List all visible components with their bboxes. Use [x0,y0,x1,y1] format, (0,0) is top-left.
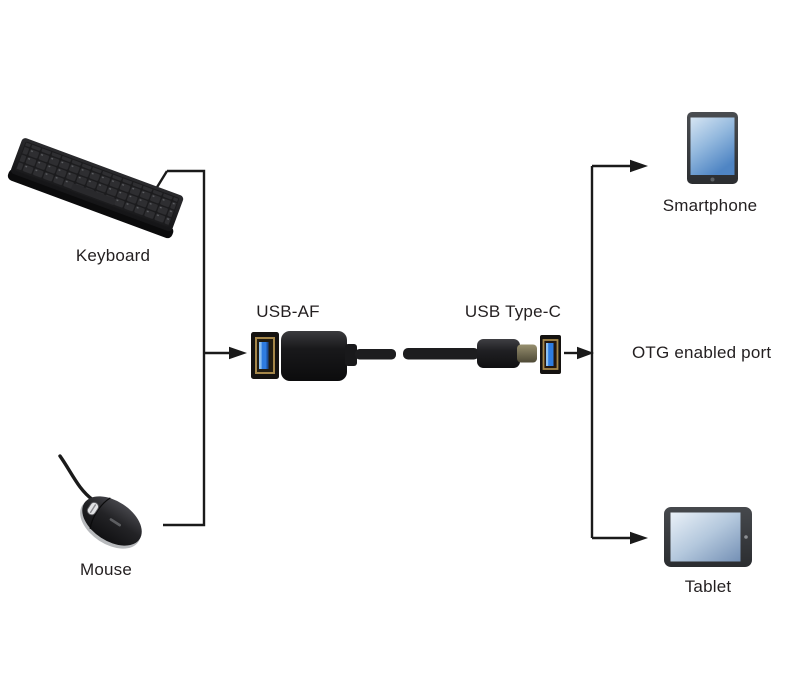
smartphone-icon [687,112,738,184]
usb-adapter-image [281,331,537,381]
arrow-right-icon [229,346,247,360]
arrow-right-icon [630,159,648,173]
connector-lines [149,164,630,540]
usb-type-c-plug-icon [477,339,537,368]
usb-af-label: USB-AF [256,302,320,321]
otg-port-label: OTG enabled port [632,343,772,362]
arrow-right-icon [577,346,594,360]
keyboard-label: Keyboard [75,246,151,265]
usb-af-port-icon [251,332,279,379]
tablet-icon [664,507,752,567]
mouse-label: Mouse [79,560,133,579]
tablet-label: Tablet [684,577,732,596]
smartphone-label: Smartphone [662,196,758,215]
mouse-image [58,454,142,549]
mouse-cable [58,454,95,502]
usb-port-icon [540,335,561,374]
left-trunk-line [163,169,206,527]
arrow-right-icon [630,531,648,545]
keyboard-image [7,138,184,239]
arrow-heads [229,159,648,545]
usb-type-c-label: USB Type-C [464,302,562,321]
